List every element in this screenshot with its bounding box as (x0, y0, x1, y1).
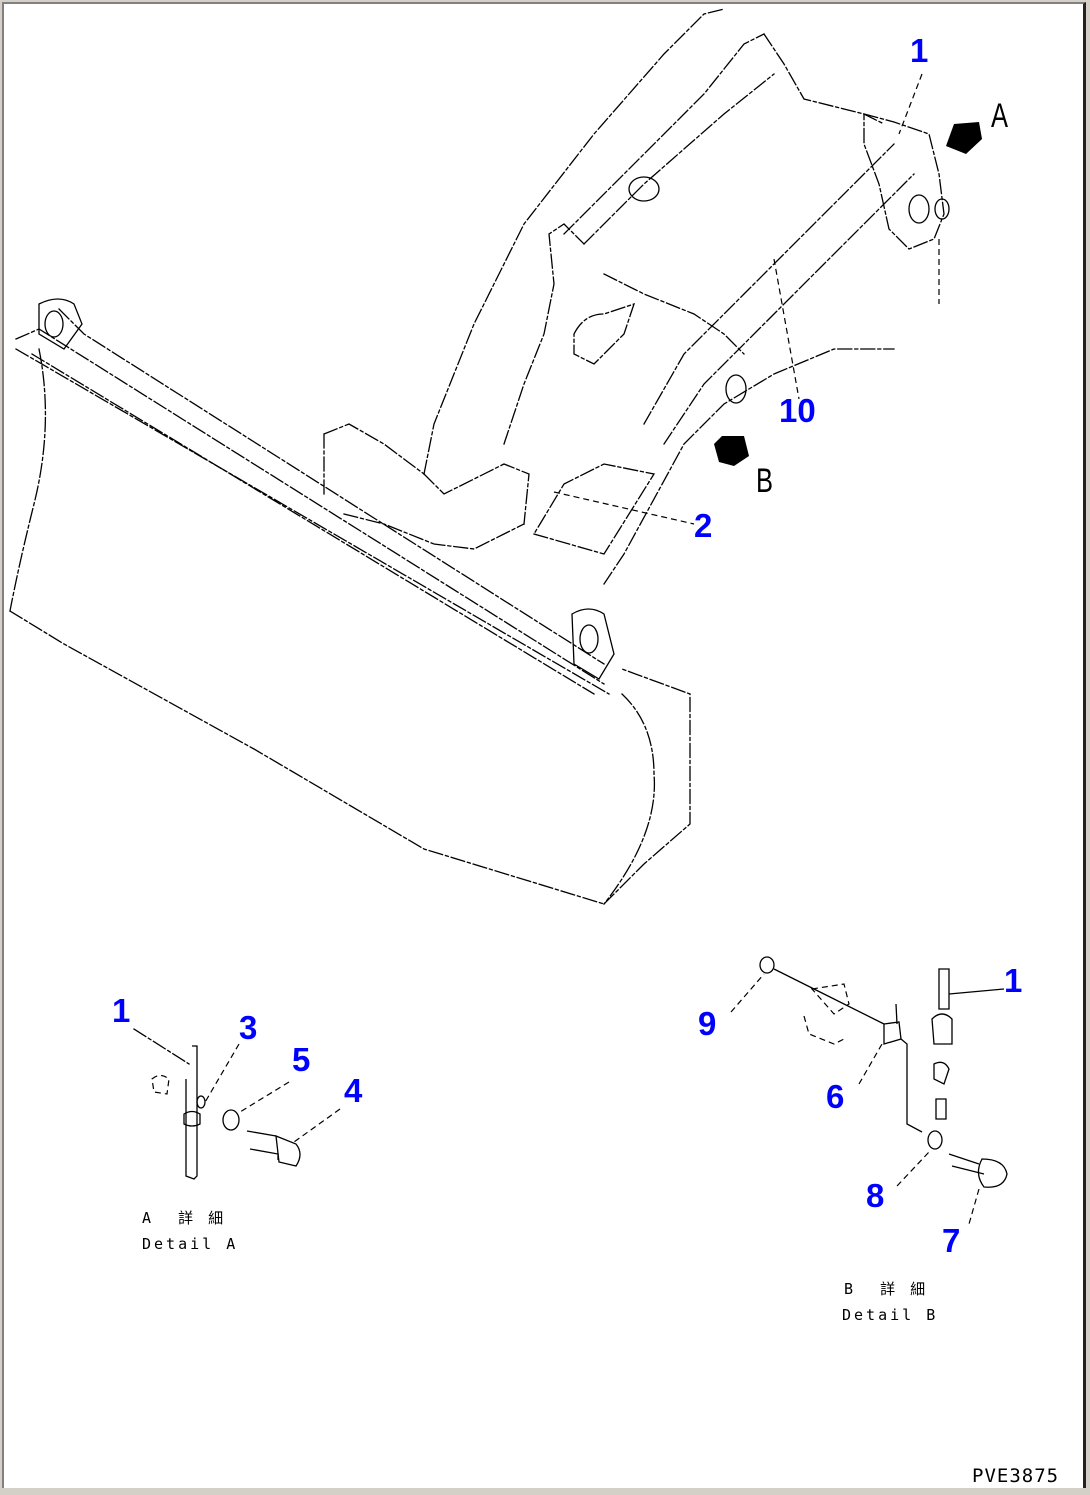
drawing-number: PVE3875 (972, 1465, 1060, 1487)
callout-3: 3 (239, 1009, 258, 1046)
view-label-b: B (756, 462, 774, 500)
leader-lines (553, 73, 923, 525)
main-assembly-drawing (9, 8, 1008, 1225)
view-label-a: A (991, 97, 1009, 135)
callout-1-detail-b: 1 (1004, 962, 1023, 999)
detail-a-drawing (133, 1028, 341, 1180)
callout-1-detail-a: 1 (112, 992, 131, 1029)
detail-b-title-en: Detail B (842, 1306, 939, 1324)
callout-9: 9 (698, 1005, 717, 1042)
push-frame (323, 8, 950, 585)
detail-b-drawing (730, 956, 1008, 1225)
callout-5: 5 (292, 1041, 311, 1078)
view-arrow-a-icon (946, 122, 982, 154)
callout-10: 10 (779, 392, 816, 429)
detail-a-title-jp: A 詳 細 (142, 1209, 227, 1227)
detail-b-title-jp: B 詳 細 (844, 1280, 929, 1298)
view-arrow-b-icon (714, 436, 749, 466)
callout-2: 2 (694, 507, 713, 544)
callout-7: 7 (942, 1222, 961, 1259)
callout-8: 8 (866, 1177, 885, 1214)
dozer-blade (9, 298, 691, 905)
callout-1-main: 1 (910, 32, 929, 69)
callout-6: 6 (826, 1078, 845, 1115)
callout-4: 4 (344, 1072, 363, 1109)
detail-a-title-en: Detail A (142, 1235, 239, 1253)
